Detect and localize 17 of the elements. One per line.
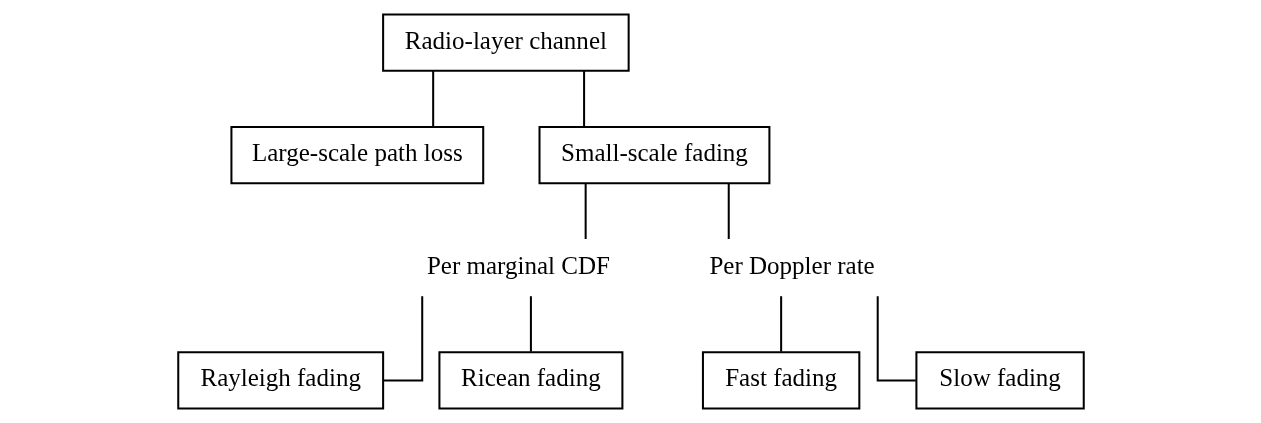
- connector: [383, 296, 423, 382]
- connector: [431, 71, 434, 127]
- connector: [582, 71, 585, 127]
- node-box: Radio-layer channel: [381, 13, 630, 72]
- connector: [584, 183, 587, 239]
- node-box: Ricean fading: [437, 351, 623, 410]
- connector: [876, 296, 916, 382]
- node-box: Small-scale fading: [538, 126, 770, 185]
- node-box: Slow fading: [914, 351, 1085, 410]
- node-box: Rayleigh fading: [176, 351, 384, 410]
- connector: [727, 183, 730, 239]
- node-box: Large-scale path loss: [229, 126, 484, 185]
- node-text: Per marginal CDF: [426, 251, 610, 279]
- node-box: Fast fading: [701, 351, 860, 410]
- connector: [779, 296, 782, 352]
- connector: [529, 296, 532, 352]
- node-text: Per Doppler rate: [708, 251, 875, 279]
